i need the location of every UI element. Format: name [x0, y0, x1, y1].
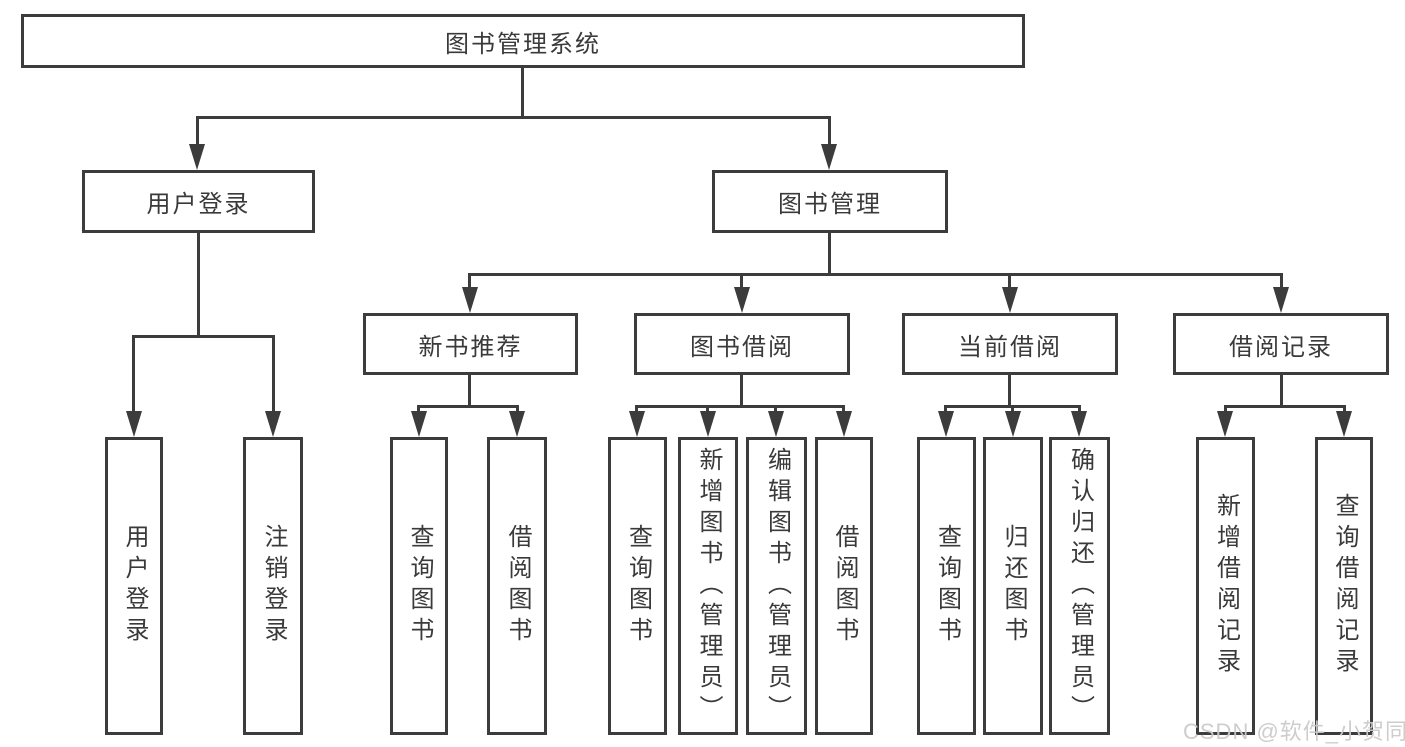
arrowhead-icon [462, 287, 478, 313]
connector-line [468, 375, 471, 408]
arrowhead-icon [768, 411, 784, 437]
leaf-confirm-return-admin: 确认归还（管理员） [1049, 437, 1110, 735]
leaf-confirm-return-admin-label: 确认归还（管理员） [1066, 446, 1094, 726]
leaf-query-borrow-record: 查询借阅记录 [1315, 437, 1373, 735]
connector-line [132, 335, 135, 419]
leaf-borrow-books-recommend-label: 借阅图书 [504, 524, 531, 648]
arrowhead-icon [1071, 411, 1087, 437]
leaf-edit-books-admin: 编辑图书（管理员） [746, 437, 807, 735]
arrowhead-icon [1005, 411, 1021, 437]
arrowhead-icon [1336, 411, 1352, 437]
connector-line [272, 335, 275, 419]
connector-line [828, 233, 831, 276]
arrowhead-icon [411, 411, 427, 437]
leaf-user-login: 用户登录 [105, 437, 163, 735]
leaf-query-books-borrowing: 查询图书 [608, 437, 667, 735]
connector-line [1280, 375, 1283, 408]
node-root: 图书管理系统 [21, 14, 1025, 68]
arrowhead-icon [1273, 287, 1289, 313]
leaf-return-books: 归还图书 [983, 437, 1043, 735]
arrowhead-icon [1002, 287, 1018, 313]
leaf-edit-books-admin-label: 编辑图书（管理员） [763, 446, 791, 726]
node-book-borrowing: 图书借阅 [634, 313, 850, 375]
connector-line [468, 273, 1283, 276]
arrowhead-icon [629, 411, 645, 437]
arrowhead-icon [821, 144, 837, 170]
leaf-add-borrow-record-label: 新增借阅记录 [1212, 493, 1240, 679]
node-user-login: 用户登录 [82, 170, 315, 233]
arrowhead-icon [836, 411, 852, 437]
node-borrowing-records-label: 借阅记录 [1229, 333, 1333, 361]
arrowhead-icon [700, 411, 716, 437]
leaf-add-books-admin: 新增图书（管理员） [678, 437, 738, 735]
leaf-query-borrow-record-label: 查询借阅记录 [1331, 493, 1358, 679]
node-current-borrowing-label: 当前借阅 [958, 333, 1062, 361]
connector-line [1008, 375, 1011, 408]
leaf-user-login-label: 用户登录 [121, 524, 148, 648]
node-book-borrowing-label: 图书借阅 [690, 333, 794, 361]
connector-line [1224, 405, 1346, 408]
connector-line [132, 335, 275, 338]
node-book-management: 图书管理 [712, 170, 948, 233]
leaf-borrow-books-recommend: 借阅图书 [487, 437, 547, 735]
arrowhead-icon [189, 144, 205, 170]
connector-line [1280, 273, 1283, 293]
leaf-return-books-label: 归还图书 [1000, 524, 1027, 648]
connector-line [828, 116, 831, 150]
leaf-query-books-current: 查询图书 [917, 437, 976, 735]
arrowhead-icon [938, 411, 954, 437]
node-new-book-recommendation-label: 新书推荐 [418, 333, 523, 361]
leaf-query-books-current-label: 查询图书 [933, 524, 961, 648]
connector-line [417, 405, 519, 408]
leaf-logout: 注销登录 [243, 437, 303, 735]
arrowhead-icon [734, 287, 750, 313]
node-borrowing-records: 借阅记录 [1173, 313, 1389, 375]
connector-line [740, 273, 743, 293]
node-current-borrowing: 当前借阅 [902, 313, 1118, 375]
leaf-add-books-admin-label: 新增图书（管理员） [695, 446, 722, 726]
arrowhead-icon [265, 411, 281, 437]
node-root-label: 图书管理系统 [445, 30, 601, 58]
leaf-query-books-recommend-label: 查询图书 [406, 524, 433, 648]
connector-line [196, 116, 831, 119]
node-user-login-label: 用户登录 [146, 191, 251, 218]
csdn-watermark: CSDN @软件_小贺同学 [1183, 719, 1405, 744]
leaf-borrow-books-label: 借阅图书 [831, 524, 858, 648]
arrowhead-icon [509, 411, 525, 437]
leaf-query-books-recommend: 查询图书 [390, 437, 448, 735]
node-book-management-label: 图书管理 [778, 191, 882, 218]
leaf-query-books-borrowing-label: 查询图书 [624, 524, 652, 648]
connector-line [740, 375, 743, 408]
leaf-add-borrow-record: 新增借阅记录 [1196, 437, 1255, 735]
connector-line [197, 233, 200, 338]
connector-line [196, 116, 199, 150]
connector-line [521, 68, 524, 118]
connector-line [1008, 273, 1011, 293]
connector-line [468, 273, 471, 293]
node-new-book-recommendation: 新书推荐 [363, 313, 578, 375]
arrowhead-icon [126, 411, 142, 437]
leaf-logout-label: 注销登录 [260, 524, 287, 648]
leaf-borrow-books: 借阅图书 [815, 437, 873, 735]
connector-line [635, 405, 845, 408]
arrowhead-icon [1217, 411, 1233, 437]
